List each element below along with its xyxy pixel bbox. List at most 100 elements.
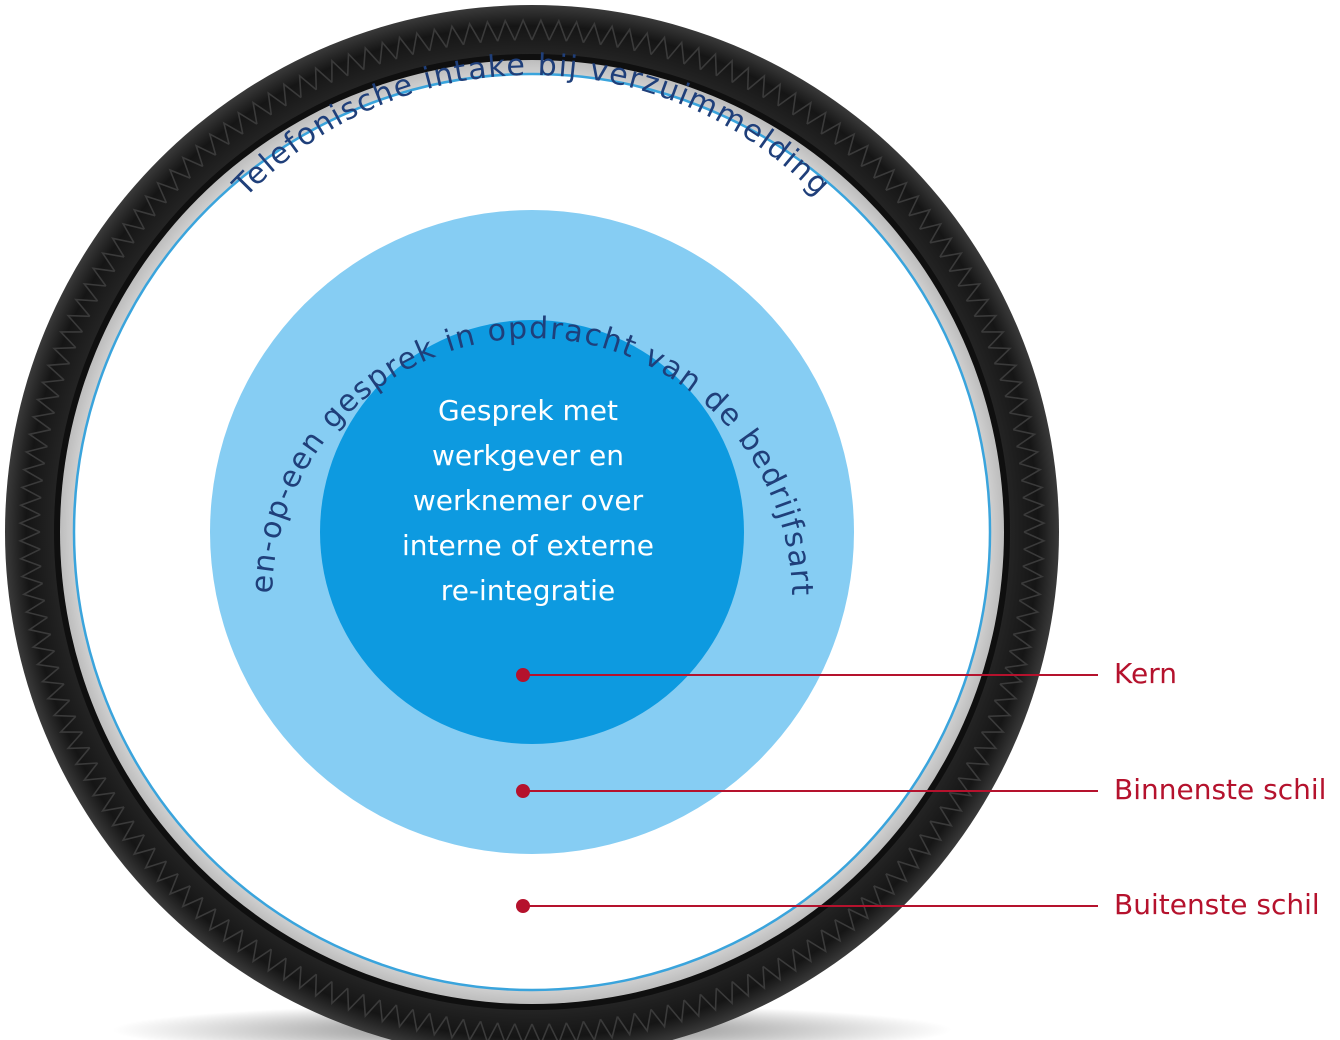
tread-mark <box>156 181 179 204</box>
tread-mark <box>873 873 896 896</box>
tread-mark <box>445 24 465 48</box>
tread-mark <box>100 251 125 272</box>
legend-binnenste-dot <box>516 784 530 798</box>
tread-mark <box>35 395 60 414</box>
tread-mark <box>981 715 1006 733</box>
tread-mark <box>18 548 42 568</box>
legend-binnenste-label: Binnenste schil <box>1114 773 1326 806</box>
tread-mark <box>1013 428 1037 448</box>
tread-mark <box>820 121 842 145</box>
tread-mark <box>885 181 908 204</box>
tread-mark <box>282 958 302 982</box>
tread-mark <box>582 1018 602 1040</box>
tread-mark <box>395 35 414 60</box>
tread-mark <box>1022 496 1046 516</box>
legend-kern: Kern <box>516 657 1177 690</box>
tread-mark <box>346 988 365 1012</box>
tread-mark <box>966 747 991 766</box>
tread-mark <box>919 222 943 244</box>
tread-mark <box>747 73 766 98</box>
tread-mark <box>958 762 982 782</box>
tread-mark <box>208 132 230 156</box>
tread-mark <box>58 715 83 733</box>
tread-mark <box>908 834 932 856</box>
tread-mark <box>168 873 191 896</box>
tire-tread <box>18 18 1046 1040</box>
tread-mark <box>82 762 106 782</box>
tread-mark <box>1013 616 1037 636</box>
tread-mark <box>18 531 41 550</box>
tread-mark <box>144 194 167 217</box>
core-line: werknemer over <box>413 484 644 517</box>
tread-mark <box>999 666 1024 685</box>
tread-mark <box>616 1013 636 1037</box>
tread-mark <box>237 110 258 135</box>
tread-mark <box>208 908 230 932</box>
tread-mark <box>379 999 398 1024</box>
tread-mark <box>462 21 482 46</box>
tread-mark <box>496 18 516 42</box>
tread-mark <box>66 731 90 750</box>
legend-buitenste-dot <box>516 899 530 913</box>
tread-mark <box>939 792 964 813</box>
tread-mark <box>666 40 685 65</box>
tread-mark <box>966 298 991 317</box>
tread-mark <box>514 18 533 41</box>
tread-mark <box>988 699 1012 718</box>
tread-mark <box>582 21 602 46</box>
tread-mark <box>181 885 204 908</box>
tread-mark <box>66 314 90 333</box>
tread-mark <box>58 331 83 349</box>
tread-mark <box>52 346 76 365</box>
tread-mark <box>949 267 973 287</box>
tread-mark <box>251 939 272 964</box>
tread-mark <box>24 599 48 619</box>
tread-mark <box>156 860 179 883</box>
tread-mark <box>633 31 652 55</box>
tread-mark <box>929 806 954 827</box>
tread-mark <box>616 27 636 51</box>
tread-mark <box>974 731 998 750</box>
tread-mark <box>958 282 982 302</box>
tread-mark <box>994 362 1019 381</box>
tread-mark <box>908 208 932 230</box>
tread-mark <box>531 18 550 41</box>
tread-mark <box>897 194 920 217</box>
tread-mark <box>362 45 381 70</box>
core-line: werkgever en <box>432 439 624 472</box>
tread-mark <box>792 100 813 125</box>
tread-mark <box>599 1016 619 1040</box>
tread-mark <box>132 834 156 856</box>
tread-mark <box>479 19 499 43</box>
tread-mark <box>379 40 398 65</box>
tread-mark <box>181 156 204 179</box>
tread-mark <box>31 412 55 431</box>
tread-mark <box>1016 445 1040 465</box>
tread-mark <box>144 847 167 870</box>
tread-mark <box>412 31 431 55</box>
tread-mark <box>40 666 65 685</box>
legend-binnenste-schil: Binnenste schil <box>516 773 1326 806</box>
tread-mark <box>1023 514 1046 533</box>
tread-mark <box>820 919 842 943</box>
tread-mark <box>462 1018 482 1040</box>
tread-mark <box>194 897 217 920</box>
tread-mark <box>132 208 156 230</box>
tread-mark <box>715 58 733 83</box>
tread-mark <box>731 974 750 998</box>
tread-mark <box>650 1004 669 1029</box>
tread-mark <box>599 24 619 48</box>
tread-mark <box>847 897 870 920</box>
tread-mark <box>298 966 317 991</box>
tread-mark <box>834 908 856 932</box>
tread-mark <box>666 999 685 1024</box>
tread-mark <box>121 820 145 842</box>
tread-mark <box>314 974 333 998</box>
tread-mark <box>267 949 287 973</box>
tread-mark <box>194 144 217 167</box>
tread-mark <box>395 1004 414 1029</box>
tread-mark <box>1009 633 1033 652</box>
tread-mark <box>548 1022 568 1040</box>
tread-mark <box>777 949 797 973</box>
tread-mark <box>73 747 98 766</box>
